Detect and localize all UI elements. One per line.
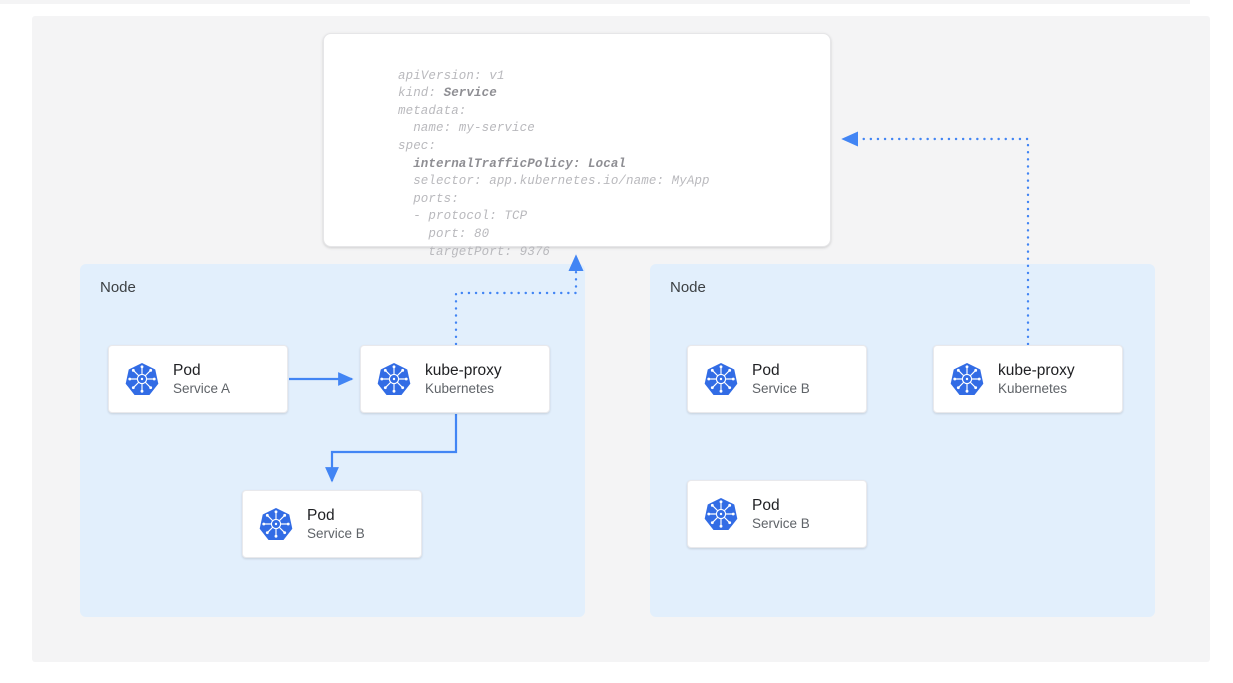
node-container-right: Node (650, 264, 1155, 617)
box-subtitle: Service A (173, 380, 231, 396)
service-yaml-card: apiVersion: v1 kind: Service metadata: n… (323, 33, 831, 259)
yaml-line-apiversion: apiVersion: v1 (398, 68, 505, 83)
kubernetes-icon (125, 363, 159, 395)
box-title: kube-proxy (425, 361, 502, 379)
yaml-line-kind: kind: Service (398, 86, 497, 101)
box-title: Pod (752, 496, 780, 514)
entity-box-pod-service-a[interactable]: Pod Service A (108, 345, 288, 413)
service-yaml-text: apiVersion: v1 kind: Service metadata: n… (398, 50, 710, 279)
box-subtitle: Kubernetes (998, 380, 1068, 396)
kubernetes-icon (950, 363, 984, 395)
entity-box-pod-service-b-right-top[interactable]: Pod Service B (687, 345, 867, 413)
yaml-line-name: name: my-service (398, 121, 535, 136)
yaml-line-ports: ports: (398, 191, 459, 206)
box-subtitle: Kubernetes (425, 380, 495, 396)
box-subtitle: Service B (752, 515, 810, 531)
box-title: Pod (752, 361, 780, 379)
kubernetes-icon (704, 498, 738, 530)
yaml-line-port: port: 80 (398, 226, 490, 241)
kubernetes-icon (704, 363, 738, 395)
yaml-line-internaltrafficpolicy: internalTrafficPolicy: Local (413, 156, 627, 171)
entity-box-pod-service-b-left[interactable]: Pod Service B (242, 490, 422, 558)
box-title: Pod (307, 506, 335, 524)
yaml-line-targetport: targetPort: 9376 (398, 244, 551, 259)
box-subtitle: Service B (307, 525, 365, 541)
entity-box-pod-service-b-right-bottom[interactable]: Pod Service B (687, 480, 867, 548)
box-title: Pod (173, 361, 201, 379)
entity-box-kubeproxy-right[interactable]: kube-proxy Kubernetes (933, 345, 1123, 413)
kubernetes-icon (377, 363, 411, 395)
kubernetes-icon (259, 508, 293, 540)
node-label-right: Node (670, 279, 706, 296)
entity-box-kubeproxy-left[interactable]: kube-proxy Kubernetes (360, 345, 550, 413)
box-subtitle: Service B (752, 380, 810, 396)
node-label-left: Node (100, 279, 136, 296)
box-title: kube-proxy (998, 361, 1075, 379)
yaml-line-selector: selector: app.kubernetes.io/name: MyApp (398, 174, 710, 189)
yaml-line-protocol: - protocol: TCP (398, 209, 528, 224)
top-edge-strip (0, 0, 1190, 4)
yaml-line-metadata: metadata: (398, 103, 467, 118)
node-container-left: Node (80, 264, 585, 617)
yaml-line-spec: spec: (398, 138, 437, 153)
